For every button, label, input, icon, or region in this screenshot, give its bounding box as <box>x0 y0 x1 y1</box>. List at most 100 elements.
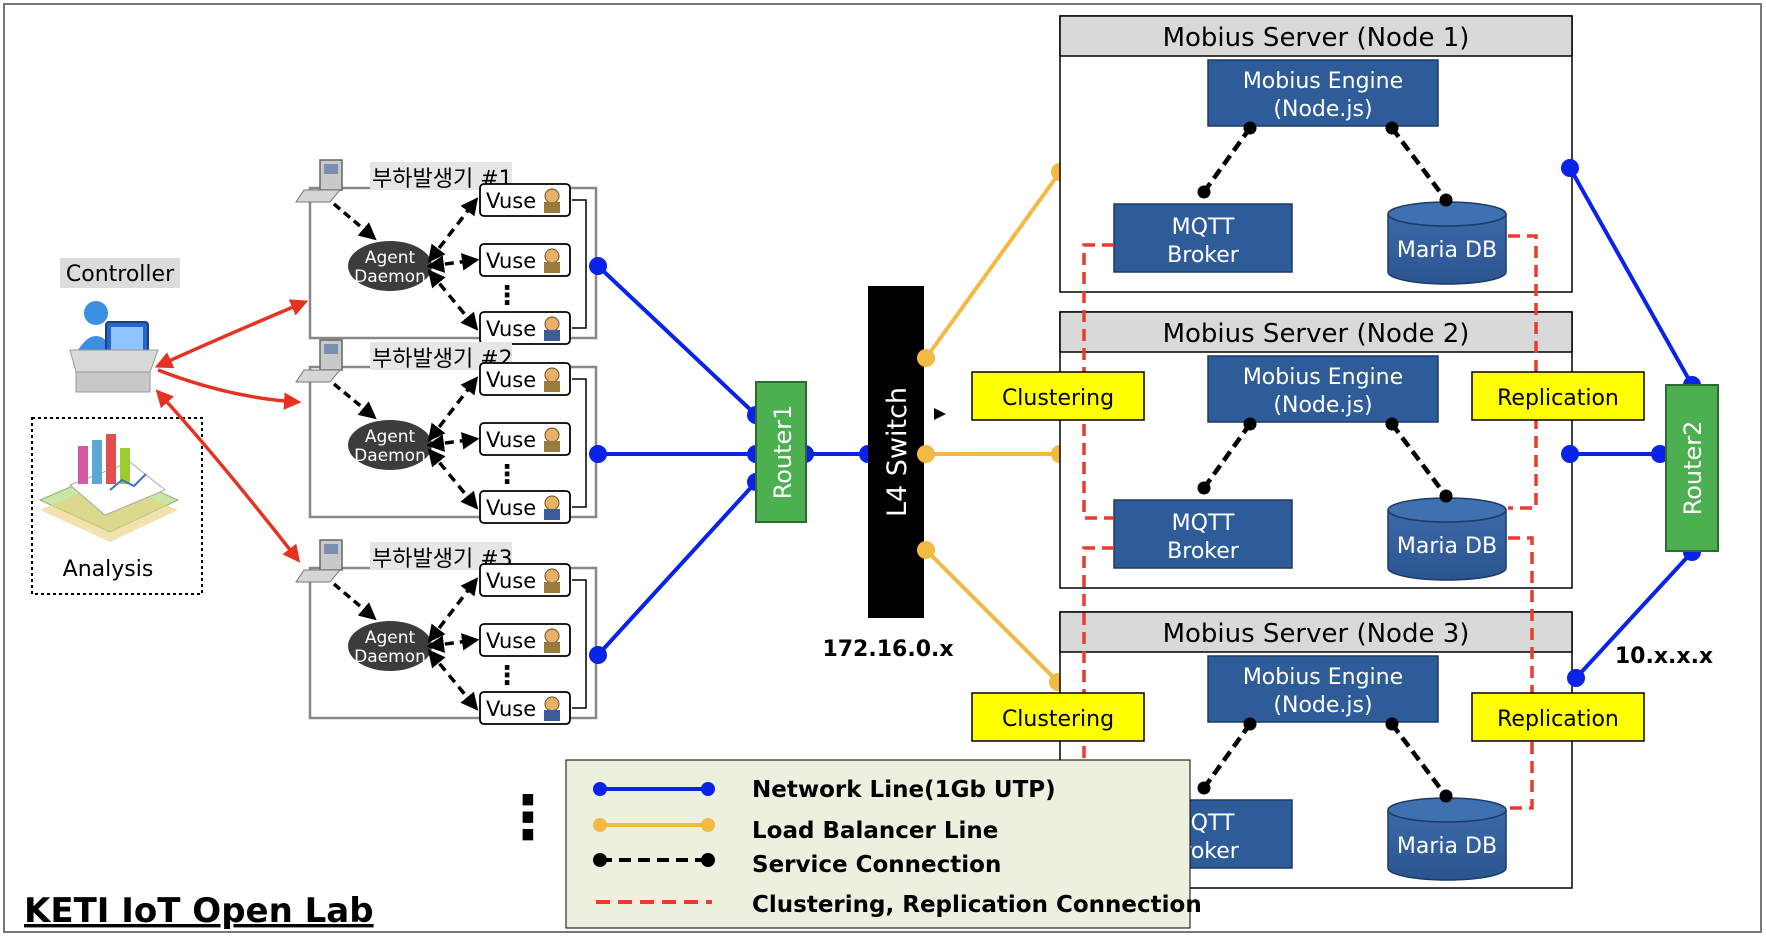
agent-daemon <box>348 420 432 470</box>
agent-daemon-label: Agent <box>365 248 416 268</box>
controller-label: Controller <box>66 262 175 287</box>
maria-db-label: Maria DB <box>1397 238 1497 263</box>
vuser-label: Vuse <box>486 697 536 721</box>
mobius-servers: Mobius Server (Node 1) Mobius Engine (Node… <box>1059 15 1573 889</box>
agent-daemon-label: Daemon <box>354 446 426 466</box>
mobius-engine-block <box>1207 59 1439 127</box>
pc-to-agent-arrow <box>332 582 377 621</box>
callouts: Clustering Clustering Replication Replic… <box>971 371 1645 742</box>
lb-line-node3 <box>924 548 1060 684</box>
vuser-bracket <box>572 579 587 709</box>
user-icon <box>544 248 560 273</box>
server-title-bar <box>1059 15 1573 57</box>
router2-box <box>1665 384 1719 552</box>
clustering-label-1: Clustering <box>1002 386 1114 411</box>
replication-label-2: Replication <box>1497 707 1619 732</box>
user-icon <box>544 495 560 520</box>
vuser-label: Vuse <box>486 569 536 593</box>
lb-line-node1 <box>924 170 1062 360</box>
maria-db-label: Maria DB <box>1397 534 1497 559</box>
controller-icon <box>69 301 159 393</box>
network-dot <box>1561 159 1579 177</box>
user-icon <box>544 427 560 452</box>
agent-daemon <box>348 241 432 291</box>
user-icon <box>544 316 560 341</box>
user-icon <box>544 628 560 653</box>
external-address: 10.x.x.x <box>1615 644 1713 669</box>
footer-title: KETI IoT Open Lab <box>24 891 374 931</box>
network-dot <box>1561 445 1579 463</box>
analysis-icon <box>38 434 180 542</box>
mqtt-broker-label: MQTT <box>1172 511 1235 536</box>
replication-label-1: Replication <box>1497 386 1619 411</box>
l4-switch-label: L4 Switch <box>882 387 913 517</box>
switch-address: 172.16.0.x <box>822 637 953 662</box>
server-title-bar <box>1059 311 1573 353</box>
agent-daemon-label: Agent <box>365 628 416 648</box>
legend-service: Service Connection <box>752 852 1001 878</box>
lb-dot <box>917 541 935 559</box>
l4-switch-box <box>868 286 924 618</box>
agent-daemon-label: Daemon <box>354 647 426 667</box>
network-dot <box>589 646 607 664</box>
mobius-engine-label: Mobius Engine <box>1243 69 1403 94</box>
agent-to-vuser-arrow <box>426 633 480 653</box>
agent-daemon-label: Daemon <box>354 267 426 287</box>
network-dot <box>1567 669 1585 687</box>
switch-pointer <box>934 408 946 420</box>
mobius-engine-label: (Node.js) <box>1273 97 1372 122</box>
mobius-server-node: Mobius Server (Node 1) Mobius Engine (Node… <box>1059 15 1573 293</box>
controller-group: Controller Analysis <box>31 258 203 595</box>
vuser-label: Vuse <box>486 428 536 452</box>
maria-db-cylinder <box>1387 201 1507 285</box>
network-dot <box>1651 445 1669 463</box>
server-title: Mobius Server (Node 2) <box>1163 319 1470 349</box>
vuser-label: Vuse <box>486 317 536 341</box>
network-line-gen3 <box>596 480 758 657</box>
load-balancer-lines <box>917 163 1069 691</box>
mqtt-broker-label: Broker <box>1167 243 1240 268</box>
vuser-ellipsis: ⋮ <box>494 661 520 691</box>
clustering-callout-1 <box>971 371 1145 421</box>
mobius-engine-label: Mobius Engine <box>1243 365 1403 390</box>
server-title-bar <box>1059 611 1573 653</box>
network-dot <box>589 445 607 463</box>
network-line-node3-router2 <box>1574 550 1694 680</box>
vuser-ellipsis: ⋮ <box>494 281 520 311</box>
maria-db-cylinder <box>1387 497 1507 581</box>
replication-callout-2 <box>1471 692 1645 742</box>
mobius-engine-label: (Node.js) <box>1273 393 1372 418</box>
vuser-bracket <box>572 378 587 508</box>
network-line-node1-router2 <box>1568 167 1694 386</box>
vuser-ellipsis: ⋮ <box>494 460 520 490</box>
controller-arrow-3 <box>155 389 301 563</box>
lb-dot <box>917 445 935 463</box>
analysis-label: Analysis <box>63 557 154 582</box>
server-title: Mobius Server (Node 3) <box>1163 619 1470 649</box>
agent-to-vuser-arrow <box>427 376 479 442</box>
mqtt-broker-label: Broker <box>1167 539 1240 564</box>
generators-more-ellipsis: ⋮ <box>498 783 558 853</box>
l4-switch: L4 Switch 172.16.0.x <box>822 286 954 662</box>
router1-label: Router1 <box>769 405 797 500</box>
clustering-callout-2 <box>971 692 1145 742</box>
controller-label-bg <box>60 258 180 288</box>
mqtt-broker-block <box>1113 203 1293 273</box>
legend-network: Network Line(1Gb UTP) <box>752 777 1056 803</box>
mobius-engine-block <box>1207 355 1439 423</box>
clustering-label-2: Clustering <box>1002 707 1114 732</box>
mobius-engine-block <box>1207 655 1439 723</box>
lb-dot <box>917 349 935 367</box>
service-connections <box>1197 417 1453 503</box>
router1: Router1 <box>755 381 807 523</box>
server-title: Mobius Server (Node 1) <box>1163 23 1470 53</box>
agent-to-vuser-arrow <box>427 577 479 643</box>
mobius-server-node: Mobius Server (Node 2) Mobius Engine (Node… <box>1059 311 1573 589</box>
agent-to-vuser-arrow <box>426 253 480 273</box>
legend-load-balancer: Load Balancer Line <box>752 818 998 844</box>
